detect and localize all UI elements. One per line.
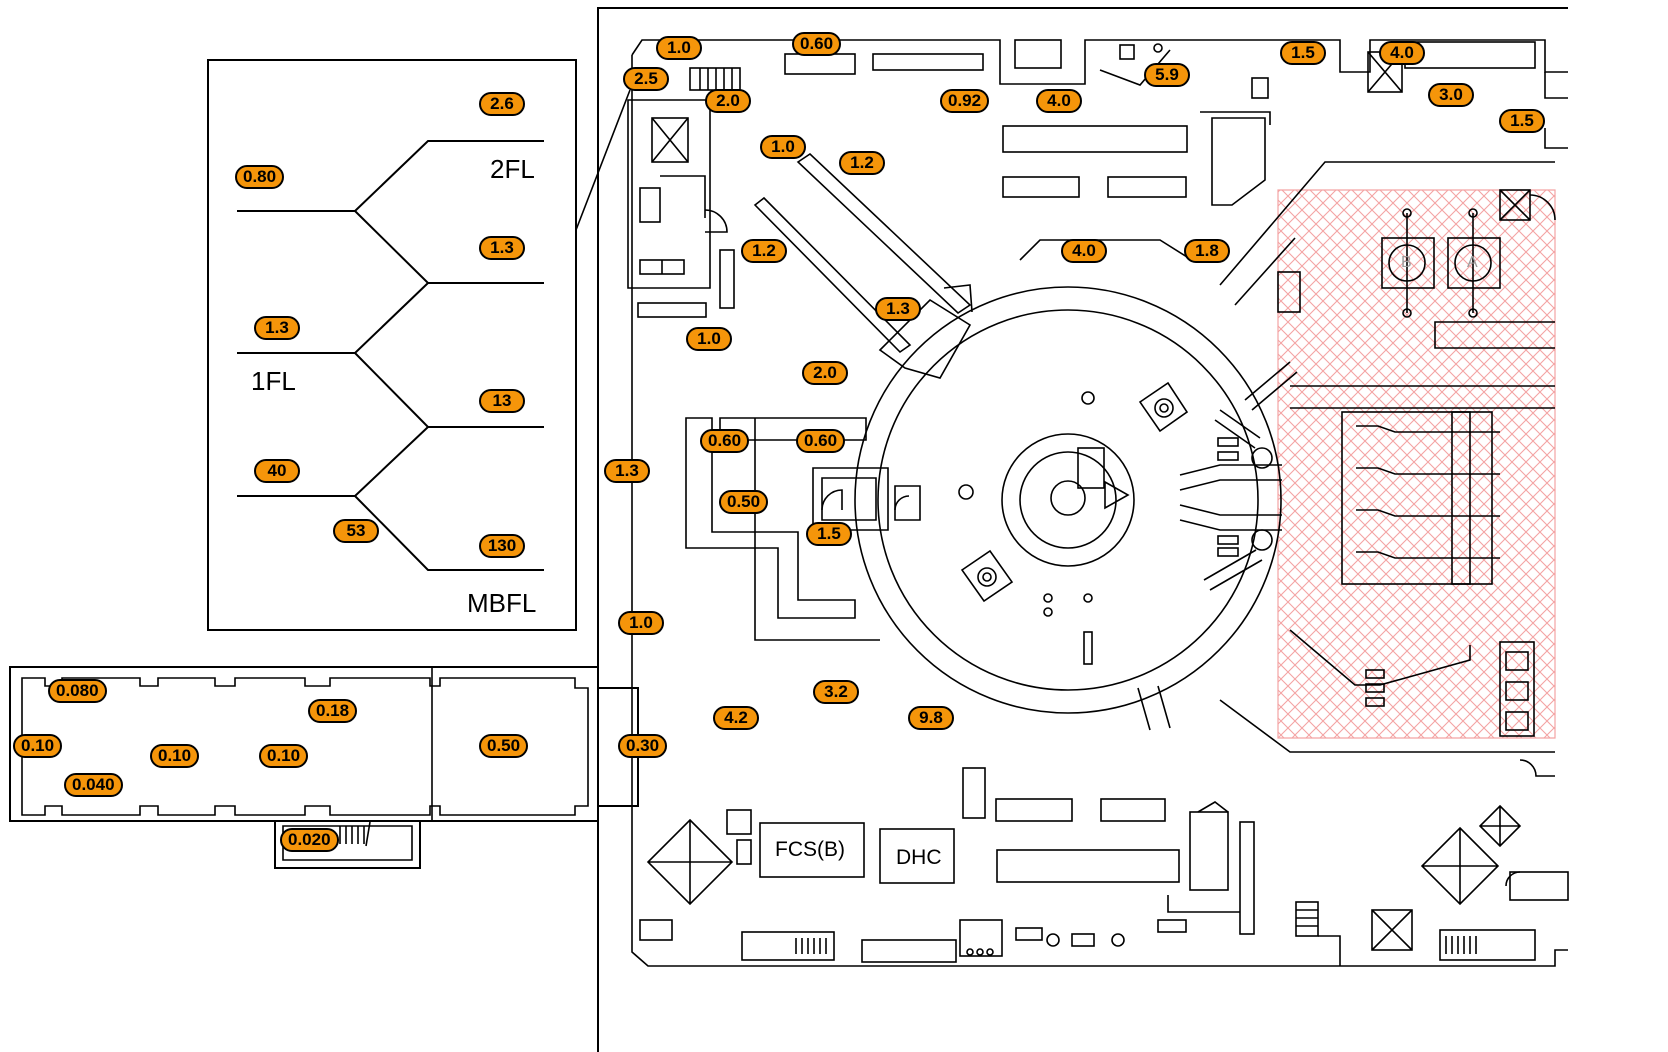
dose-badge: 1.5 (806, 522, 852, 546)
dose-badge: 0.10 (259, 744, 309, 768)
dose-badge: 1.3 (479, 236, 525, 260)
dose-badge: 1.8 (1184, 239, 1230, 263)
dose-badge: 0.080 (48, 679, 107, 703)
floor-section-inset (207, 59, 631, 631)
dose-badge: 1.0 (686, 327, 732, 351)
dose-badge: 3.2 (813, 680, 859, 704)
dose-badge: 0.040 (64, 773, 123, 797)
floor-label-mbfl: MBFL (467, 588, 537, 618)
dose-badge: 1.3 (254, 316, 300, 340)
source-a-label: A (1467, 254, 1478, 271)
dose-badge: 40 (254, 459, 300, 483)
source-b-label: B (1401, 254, 1412, 271)
dose-badge: 1.0 (618, 611, 664, 635)
dose-badge: 0.10 (150, 744, 200, 768)
dose-badge: 1.2 (839, 151, 885, 175)
floor-label-2fl: 2FL (490, 154, 535, 184)
dose-badge: 53 (333, 519, 379, 543)
dose-badge: 0.020 (280, 828, 339, 852)
dose-badge: 2.6 (479, 92, 525, 116)
main-building (597, 7, 1569, 1052)
dose-badge: 4.0 (1379, 41, 1425, 65)
dose-badge: 1.3 (875, 297, 921, 321)
dose-badge: 0.60 (792, 32, 842, 56)
dose-badge: 13 (479, 389, 525, 413)
dose-badge: 0.60 (700, 429, 750, 453)
dose-badge: 1.5 (1499, 109, 1545, 133)
restricted-zone (1219, 161, 1556, 753)
fcs-b-label: FCS(B) (775, 838, 845, 861)
dose-badge: 2.0 (705, 89, 751, 113)
dose-badge: 0.50 (479, 734, 529, 758)
dose-badge: 1.0 (656, 36, 702, 60)
dhc-label: DHC (896, 846, 942, 869)
dose-badge: 1.3 (604, 459, 650, 483)
dose-badge: 3.0 (1428, 83, 1474, 107)
dose-badge: 0.80 (235, 165, 285, 189)
dose-badge: 0.60 (796, 429, 846, 453)
dose-badge: 2.0 (802, 361, 848, 385)
dose-badge: 5.9 (1144, 63, 1190, 87)
dose-badge: 4.0 (1061, 239, 1107, 263)
floor-label-1fl: 1FL (251, 366, 296, 396)
central-hall (719, 239, 1298, 731)
dose-badge: 0.92 (940, 89, 990, 113)
dose-badge: 1.5 (1280, 41, 1326, 65)
dose-badge: 0.30 (618, 734, 668, 758)
dose-badge: 0.18 (308, 699, 358, 723)
dose-badge: 130 (479, 534, 525, 558)
dose-badge: 9.8 (908, 706, 954, 730)
dose-badge: 1.0 (760, 135, 806, 159)
dose-badge: 2.5 (623, 67, 669, 91)
dose-badge: 0.10 (13, 734, 63, 758)
dose-badge: 4.0 (1036, 89, 1082, 113)
dose-badge: 0.50 (719, 490, 769, 514)
dose-badge: 4.2 (713, 706, 759, 730)
dose-badge: 1.2 (741, 239, 787, 263)
